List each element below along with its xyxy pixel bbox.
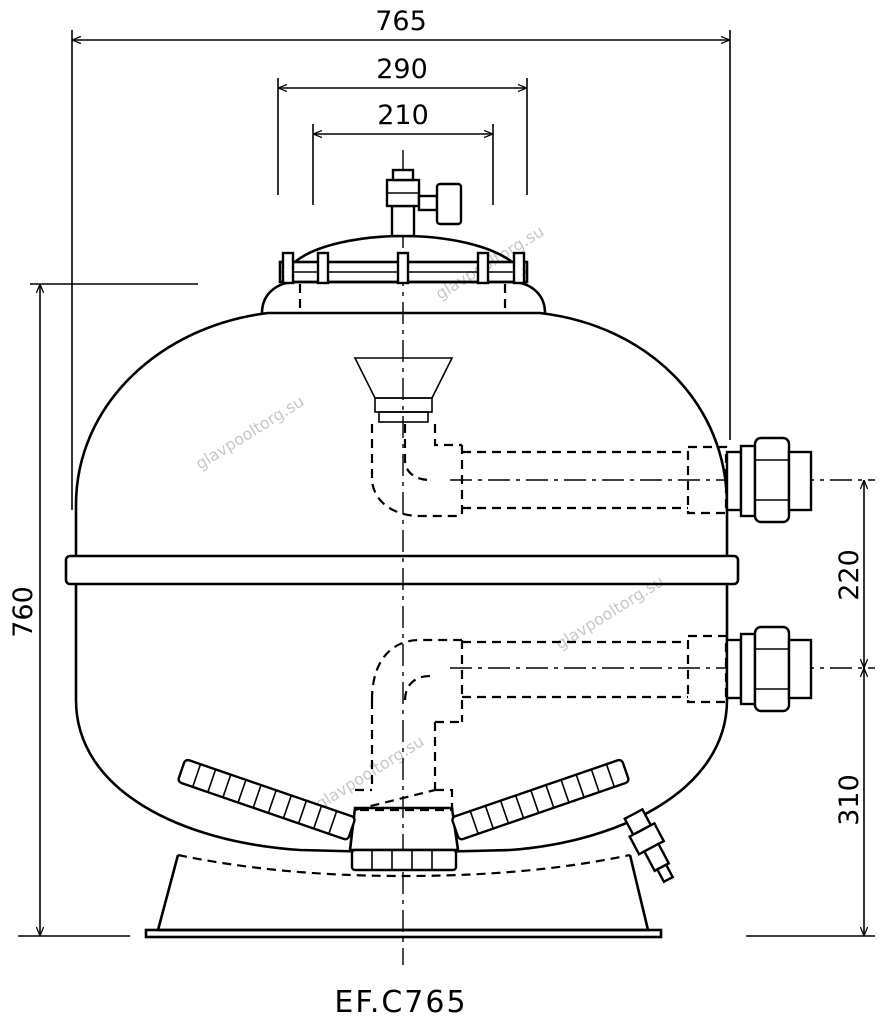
watermark-text: glavpooltorg.su (312, 731, 427, 813)
lateral-left (177, 758, 356, 841)
nozzle-spacing-label: 220 (834, 549, 865, 601)
drain-plug (623, 807, 675, 884)
air-release-valve (385, 168, 463, 238)
watermark-text: glavpooltorg.su (192, 391, 307, 473)
overall-width-label: 765 (375, 6, 427, 37)
dimension-overall-width: 765 (71, 6, 731, 510)
dimension-flange-span: 210 (312, 100, 494, 205)
inlet-span-label: 290 (376, 54, 428, 85)
lower-union-nozzle (725, 625, 813, 713)
dimension-inlet-span: 290 (277, 54, 528, 195)
model-label: ΕF.C765 (334, 985, 467, 1020)
height-label: 760 (8, 586, 39, 638)
lateral-right (451, 758, 630, 841)
dimension-height: 760 (8, 283, 198, 937)
upper-internal-pipe (353, 357, 728, 518)
bottom-collector (348, 806, 460, 872)
flange-span-label: 210 (377, 100, 429, 131)
dimension-right: 220 310 (746, 480, 875, 937)
lid-bolts (281, 251, 526, 285)
lower-internal-pipe (354, 634, 728, 812)
lower-nozzle-height-label: 310 (834, 774, 865, 826)
tank-flange-band (64, 554, 740, 586)
upper-union-nozzle (725, 436, 813, 524)
base-stand (144, 854, 663, 939)
